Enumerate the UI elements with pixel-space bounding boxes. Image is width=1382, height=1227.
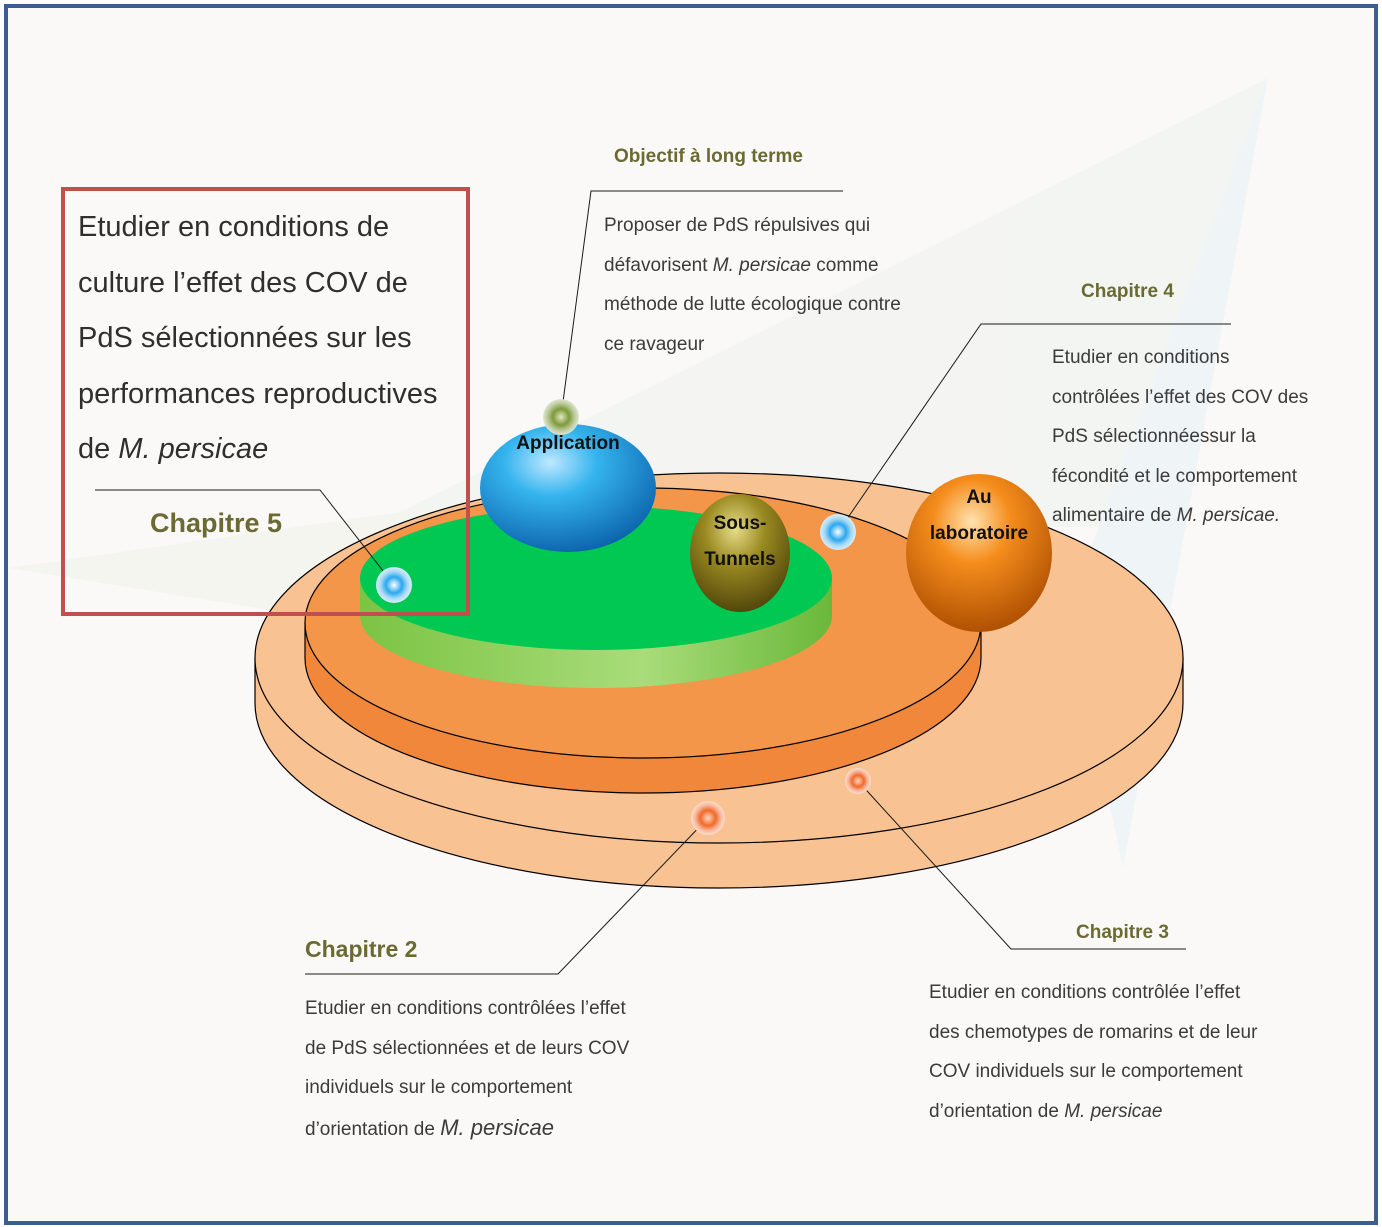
chapitre3-heading: Chapitre 3 (1076, 922, 1169, 943)
objectif-text: Proposer de PdS répulsives qui défavoris… (604, 215, 901, 355)
chapitre5-heading: Chapitre 5 (150, 508, 283, 538)
chapitre2-text: Etudier en conditions contrôlées l’effet… (305, 998, 630, 1140)
chapitre5-marker-dot (376, 567, 412, 603)
chapitre4-text: Etudier en conditions contrôlées l’effet… (1052, 347, 1309, 526)
laboratoire-label: Au laboratoire (929, 487, 1029, 544)
sous-tunnels-sphere (690, 494, 790, 612)
application-label: Application (516, 433, 620, 454)
objectif-marker-dot (543, 399, 579, 435)
chapitre5-highlight-box (61, 187, 470, 616)
connector-lines (95, 190, 1231, 975)
chapitre2-heading: Chapitre 2 (305, 936, 418, 962)
laboratoire-sphere (906, 474, 1052, 632)
chapitre3-connector (857, 780, 1186, 950)
chapitre3-text: Etudier en conditions contrôlée l’effet … (929, 982, 1258, 1122)
sous-tunnels-label: Sous- Tunnels (704, 513, 776, 570)
chapitre2-connector (305, 817, 709, 975)
chapitre4-heading: Chapitre 4 (1081, 281, 1174, 302)
chapitre5-text: Etudier en conditions de culture l’effet… (78, 211, 438, 465)
chapitre2-marker-dot (691, 801, 725, 835)
diagram-frame: Application Sous- Tunnels Au laboratoire… (4, 4, 1378, 1225)
chapitre4-marker-dot (820, 514, 856, 550)
objectif-connector (560, 190, 843, 418)
objectif-heading: Objectif à long terme (614, 146, 803, 167)
diagram-canvas (8, 78, 1268, 975)
chapitre4-connector (837, 323, 1231, 533)
chapitre5-connector (95, 489, 395, 586)
chapitre3-marker-dot (845, 768, 871, 794)
application-sphere (480, 424, 656, 552)
